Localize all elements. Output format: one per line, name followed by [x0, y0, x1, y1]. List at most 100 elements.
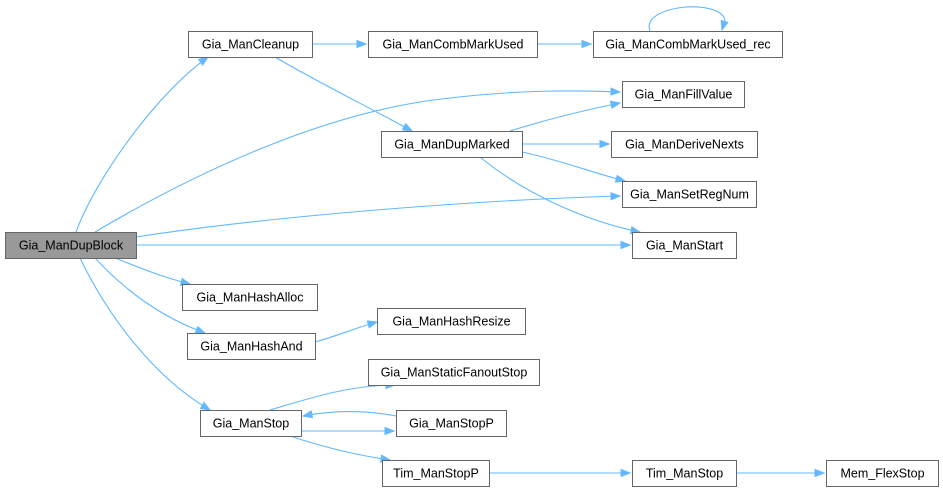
node-box — [396, 410, 507, 437]
node-label: Gia_ManDupBlock — [19, 239, 124, 253]
node-staticfanoutstop[interactable]: Gia_ManStaticFanoutStop — [368, 359, 540, 386]
node-stop[interactable]: Gia_ManStop — [200, 410, 302, 437]
node-label: Tim_ManStop — [646, 467, 723, 481]
edge-dupblock-to-fillvalue — [94, 87, 622, 233]
node-box — [593, 31, 783, 58]
edge-line — [521, 151, 626, 182]
arrowhead-icon — [814, 468, 826, 478]
edge-cleanup-to-dupmarked — [274, 56, 414, 132]
arrowhead-icon — [384, 426, 396, 436]
arrowhead-icon — [194, 325, 207, 334]
arrowhead-icon — [610, 87, 622, 96]
edge-line — [314, 321, 378, 343]
node-box — [187, 333, 316, 360]
node-box — [368, 359, 540, 386]
arrowhead-icon — [720, 19, 729, 32]
node-dupblock[interactable]: Gia_ManDupBlock — [5, 232, 137, 259]
node-label: Gia_ManCombMarkUsed — [382, 38, 523, 52]
edge-line — [269, 384, 396, 411]
node-memflexstop[interactable]: Mem_FlexStop — [826, 460, 939, 487]
node-label: Gia_ManStaticFanoutStop — [381, 366, 528, 380]
arrowhead-icon — [614, 174, 627, 183]
node-start[interactable]: Gia_ManStart — [632, 232, 737, 259]
node-box — [611, 131, 758, 158]
node-stopp[interactable]: Gia_ManStopP — [396, 410, 507, 437]
node-label: Gia_ManDeriveNexts — [625, 138, 744, 152]
edge-line — [274, 56, 413, 132]
edge-dupblock-to-setregnum — [135, 192, 622, 238]
edge-line — [479, 156, 641, 233]
node-box — [826, 460, 939, 487]
node-timstop[interactable]: Tim_ManStop — [632, 460, 737, 487]
node-label: Gia_ManCombMarkUsed_rec — [605, 38, 770, 52]
node-box — [377, 308, 526, 335]
edge-dupmarked-to-setregnum — [521, 151, 627, 183]
node-dupmarked[interactable]: Gia_ManDupMarked — [381, 131, 523, 158]
edge-line — [289, 435, 391, 461]
arrowhead-icon — [301, 410, 314, 419]
node-label: Gia_ManHashAlloc — [197, 291, 304, 305]
node-label: Tim_ManStopP — [393, 467, 479, 481]
node-timstopp[interactable]: Tim_ManStopP — [382, 460, 490, 487]
edge-line — [94, 257, 206, 334]
node-box — [632, 232, 737, 259]
node-box — [622, 81, 745, 108]
edge-dupblock-to-stop — [79, 257, 212, 411]
edge-dupmarked-to-fillvalue — [509, 100, 622, 132]
arrowhead-icon — [197, 56, 210, 66]
edge-line — [135, 195, 621, 238]
node-derivenexts[interactable]: Gia_ManDeriveNexts — [611, 131, 758, 158]
node-hashand[interactable]: Gia_ManHashAnd — [187, 333, 316, 360]
arrowhead-icon — [401, 122, 414, 132]
arrowhead-icon — [581, 39, 593, 49]
node-combusedrec[interactable]: Gia_ManCombMarkUsed_rec — [593, 31, 783, 58]
node-box — [622, 181, 757, 208]
node-label: Gia_ManSetRegNum — [630, 188, 749, 202]
edge-line — [648, 6, 726, 32]
node-label: Gia_ManCleanup — [202, 38, 299, 52]
arrowhead-icon — [366, 320, 379, 329]
node-fillvalue[interactable]: Gia_ManFillValue — [622, 81, 745, 108]
node-combused[interactable]: Gia_ManCombMarkUsed — [368, 31, 538, 58]
edge-line — [75, 56, 209, 233]
node-hashresize[interactable]: Gia_ManHashResize — [377, 308, 526, 335]
edge-stop-to-stopp — [301, 426, 396, 436]
edge-dupblock-to-hashalloc — [114, 257, 192, 286]
arrowhead-icon — [610, 192, 622, 201]
edge-dupblock-to-start — [136, 240, 632, 250]
edge-line — [509, 102, 621, 132]
node-label: Gia_ManStop — [213, 417, 289, 431]
node-label: Mem_FlexStop — [840, 467, 924, 481]
edge-line — [79, 257, 211, 411]
node-box — [182, 284, 318, 311]
edge-timstopp-to-timstop — [489, 468, 632, 478]
node-box — [381, 131, 523, 158]
node-cleanup[interactable]: Gia_ManCleanup — [188, 31, 313, 58]
edge-dupblock-to-cleanup — [75, 56, 210, 233]
node-box — [632, 460, 737, 487]
node-label: Gia_ManFillValue — [635, 88, 733, 102]
nodes-layer: Gia_ManDupBlock Gia_ManCleanup Gia_ManComb… — [5, 31, 939, 487]
edge-timstop-to-memflexstop — [736, 468, 826, 478]
node-label: Gia_ManHashResize — [392, 315, 510, 329]
edge-hashand-to-hashresize — [314, 320, 379, 343]
edge-line — [114, 257, 191, 285]
edge-stop-to-timstopp — [289, 435, 392, 463]
edge-stopp-to-stop — [301, 410, 397, 419]
edge-dupmarked-to-start — [479, 156, 642, 235]
edge-combused-to-combusedrec — [537, 39, 593, 49]
node-label: Gia_ManHashAnd — [200, 340, 302, 354]
node-box — [200, 410, 302, 437]
arrowhead-icon — [199, 401, 212, 411]
edge-line — [94, 90, 621, 233]
node-setregnum[interactable]: Gia_ManSetRegNum — [622, 181, 757, 208]
node-box — [188, 31, 313, 58]
node-box — [5, 232, 137, 259]
node-label: Gia_ManDupMarked — [394, 138, 509, 152]
node-label: Gia_ManStopP — [409, 417, 494, 431]
node-hashalloc[interactable]: Gia_ManHashAlloc — [182, 284, 318, 311]
edge-dupmarked-to-derivenexts — [522, 139, 611, 149]
arrowhead-icon — [599, 139, 611, 149]
arrowhead-icon — [609, 100, 622, 110]
